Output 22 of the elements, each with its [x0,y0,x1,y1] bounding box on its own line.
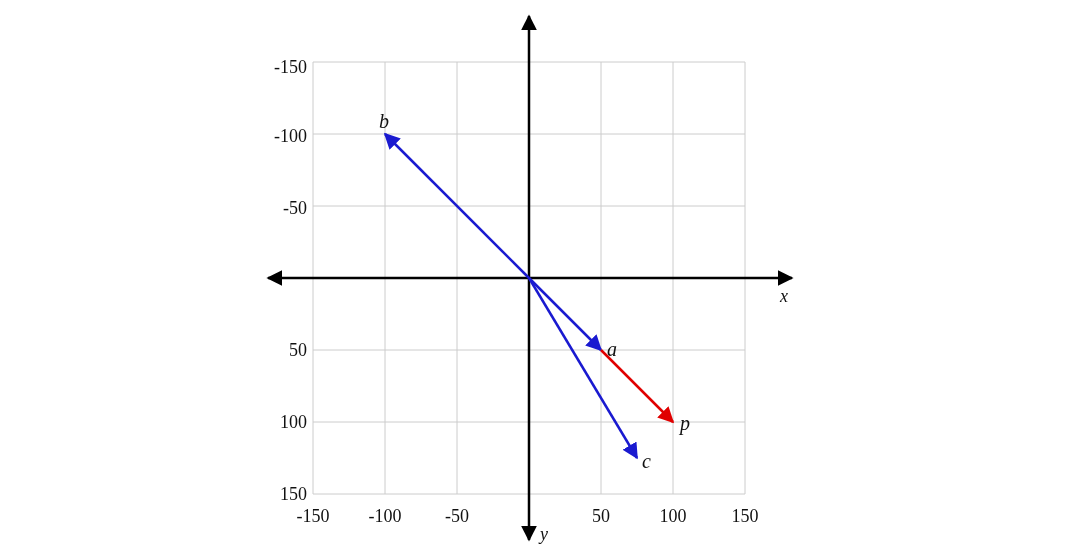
tick-label: 50 [592,506,610,526]
tick-label: -50 [445,506,469,526]
point-label: b [379,110,389,132]
tick-label: 150 [280,484,307,504]
tick-label: 150 [731,506,759,526]
tick-label: 50 [289,340,307,360]
tick-label: -150 [296,506,330,526]
tick-label: -150 [274,57,307,77]
vector-arrow [527,277,639,460]
point-label: c [642,450,651,472]
tick-label: 100 [659,506,687,526]
axis-label: y [540,524,548,544]
tick-label: -50 [283,198,307,218]
axis-label: x [780,286,788,306]
tick-label: -100 [274,126,307,146]
point-label: p [680,412,690,434]
vector-arrow [528,277,603,352]
point-label: a [607,338,617,360]
vector-arrow [383,132,530,279]
tick-label: 100 [280,412,307,432]
tick-label: -100 [368,506,402,526]
vector-arrow [600,349,675,424]
